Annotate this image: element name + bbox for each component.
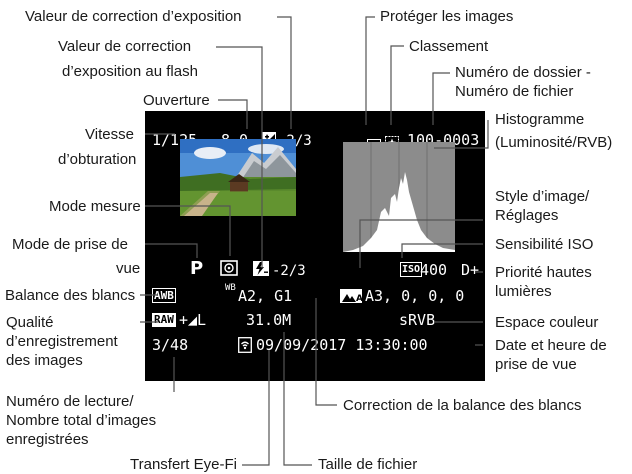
label-picture-style-1: Style d’image/ (495, 188, 590, 205)
label-histogram-1: Histogramme (495, 111, 585, 128)
highlight-tone-priority-value: D+ (461, 261, 480, 279)
label-exposure-comp: Valeur de correction d’exposition (25, 8, 242, 25)
label-quality-2: d’enregistrement (6, 333, 118, 350)
wb-shift-icon: WB (225, 283, 236, 293)
label-wb-correction: Correction de la balance des blancs (343, 397, 582, 414)
label-protect: Protéger les images (380, 8, 514, 25)
label-quality-1: Qualité (6, 314, 54, 331)
label-color-space: Espace couleur (495, 314, 599, 331)
shooting-datetime-value: 09/09/2017 13:30:00 (256, 336, 428, 354)
picture-style-value: A3, 0, 0, 0 (365, 287, 465, 305)
label-rating: Classement (409, 38, 489, 55)
label-playback-3: enregistrées (6, 431, 89, 448)
label-histogram-2: (Luminosité/RVB) (495, 134, 613, 151)
iso-icon: ISO (400, 262, 423, 277)
histogram-curve (343, 172, 455, 252)
label-folder-1: Numéro de dossier - (455, 64, 591, 81)
label-quality-3: des images (6, 352, 83, 369)
evaluative-metering-icon (220, 260, 238, 280)
label-playback-2: Nombre total d’images (6, 412, 157, 429)
image-quality-suffix: +◢L (179, 311, 207, 329)
file-size-value: 31.0M (246, 311, 292, 329)
label-folder-2: Numéro de fichier (455, 83, 574, 100)
iso-value: 400 (420, 261, 448, 279)
label-filesize: Taille de fichier (318, 456, 418, 473)
label-eyefi: Transfert Eye-Fi (130, 456, 237, 473)
label-wb: Balance des blancs (5, 287, 136, 304)
label-metering: Mode mesure (49, 198, 141, 215)
label-shoot-mode-1: Mode de prise de (12, 236, 128, 253)
shooting-mode-value: P (190, 258, 204, 279)
flash-compensation-icon (253, 261, 269, 276)
label-flash-comp-2: d’exposition au flash (62, 63, 198, 80)
lcd-screen: 1/125 8.0 -2/3 100-0003 (145, 111, 485, 381)
label-flash-comp-1: Valeur de correction (58, 38, 192, 55)
image-thumbnail (180, 139, 296, 216)
svg-text:A: A (356, 294, 362, 304)
label-aperture: Ouverture (143, 92, 210, 109)
histogram-panel (343, 142, 455, 252)
flash-compensation-value: -2/3 (272, 263, 306, 279)
label-picture-style-2: Réglages (495, 207, 559, 224)
label-datetime-2: prise de vue (495, 356, 577, 373)
label-highlight-2: lumières (495, 283, 552, 300)
raw-icon: RAW (152, 313, 176, 327)
white-balance-icon: AWB (152, 288, 176, 303)
label-iso: Sensibilité ISO (495, 236, 594, 253)
picture-style-auto-icon: A (340, 289, 363, 304)
eye-fi-icon (238, 337, 252, 357)
leader-protect (365, 16, 375, 125)
label-shutter-2: d’obturation (58, 151, 137, 168)
label-datetime-1: Date et heure de (495, 337, 607, 354)
label-playback-1: Numéro de lecture/ (6, 393, 134, 410)
label-shutter-1: Vitesse (85, 126, 134, 143)
wb-correction-value: A2, G1 (238, 287, 293, 305)
playback-number-value: 3/48 (152, 336, 189, 354)
label-highlight-1: Priorité hautes (495, 264, 592, 281)
label-shoot-mode-2: vue (116, 260, 141, 277)
color-space-value: sRVB (399, 311, 436, 329)
